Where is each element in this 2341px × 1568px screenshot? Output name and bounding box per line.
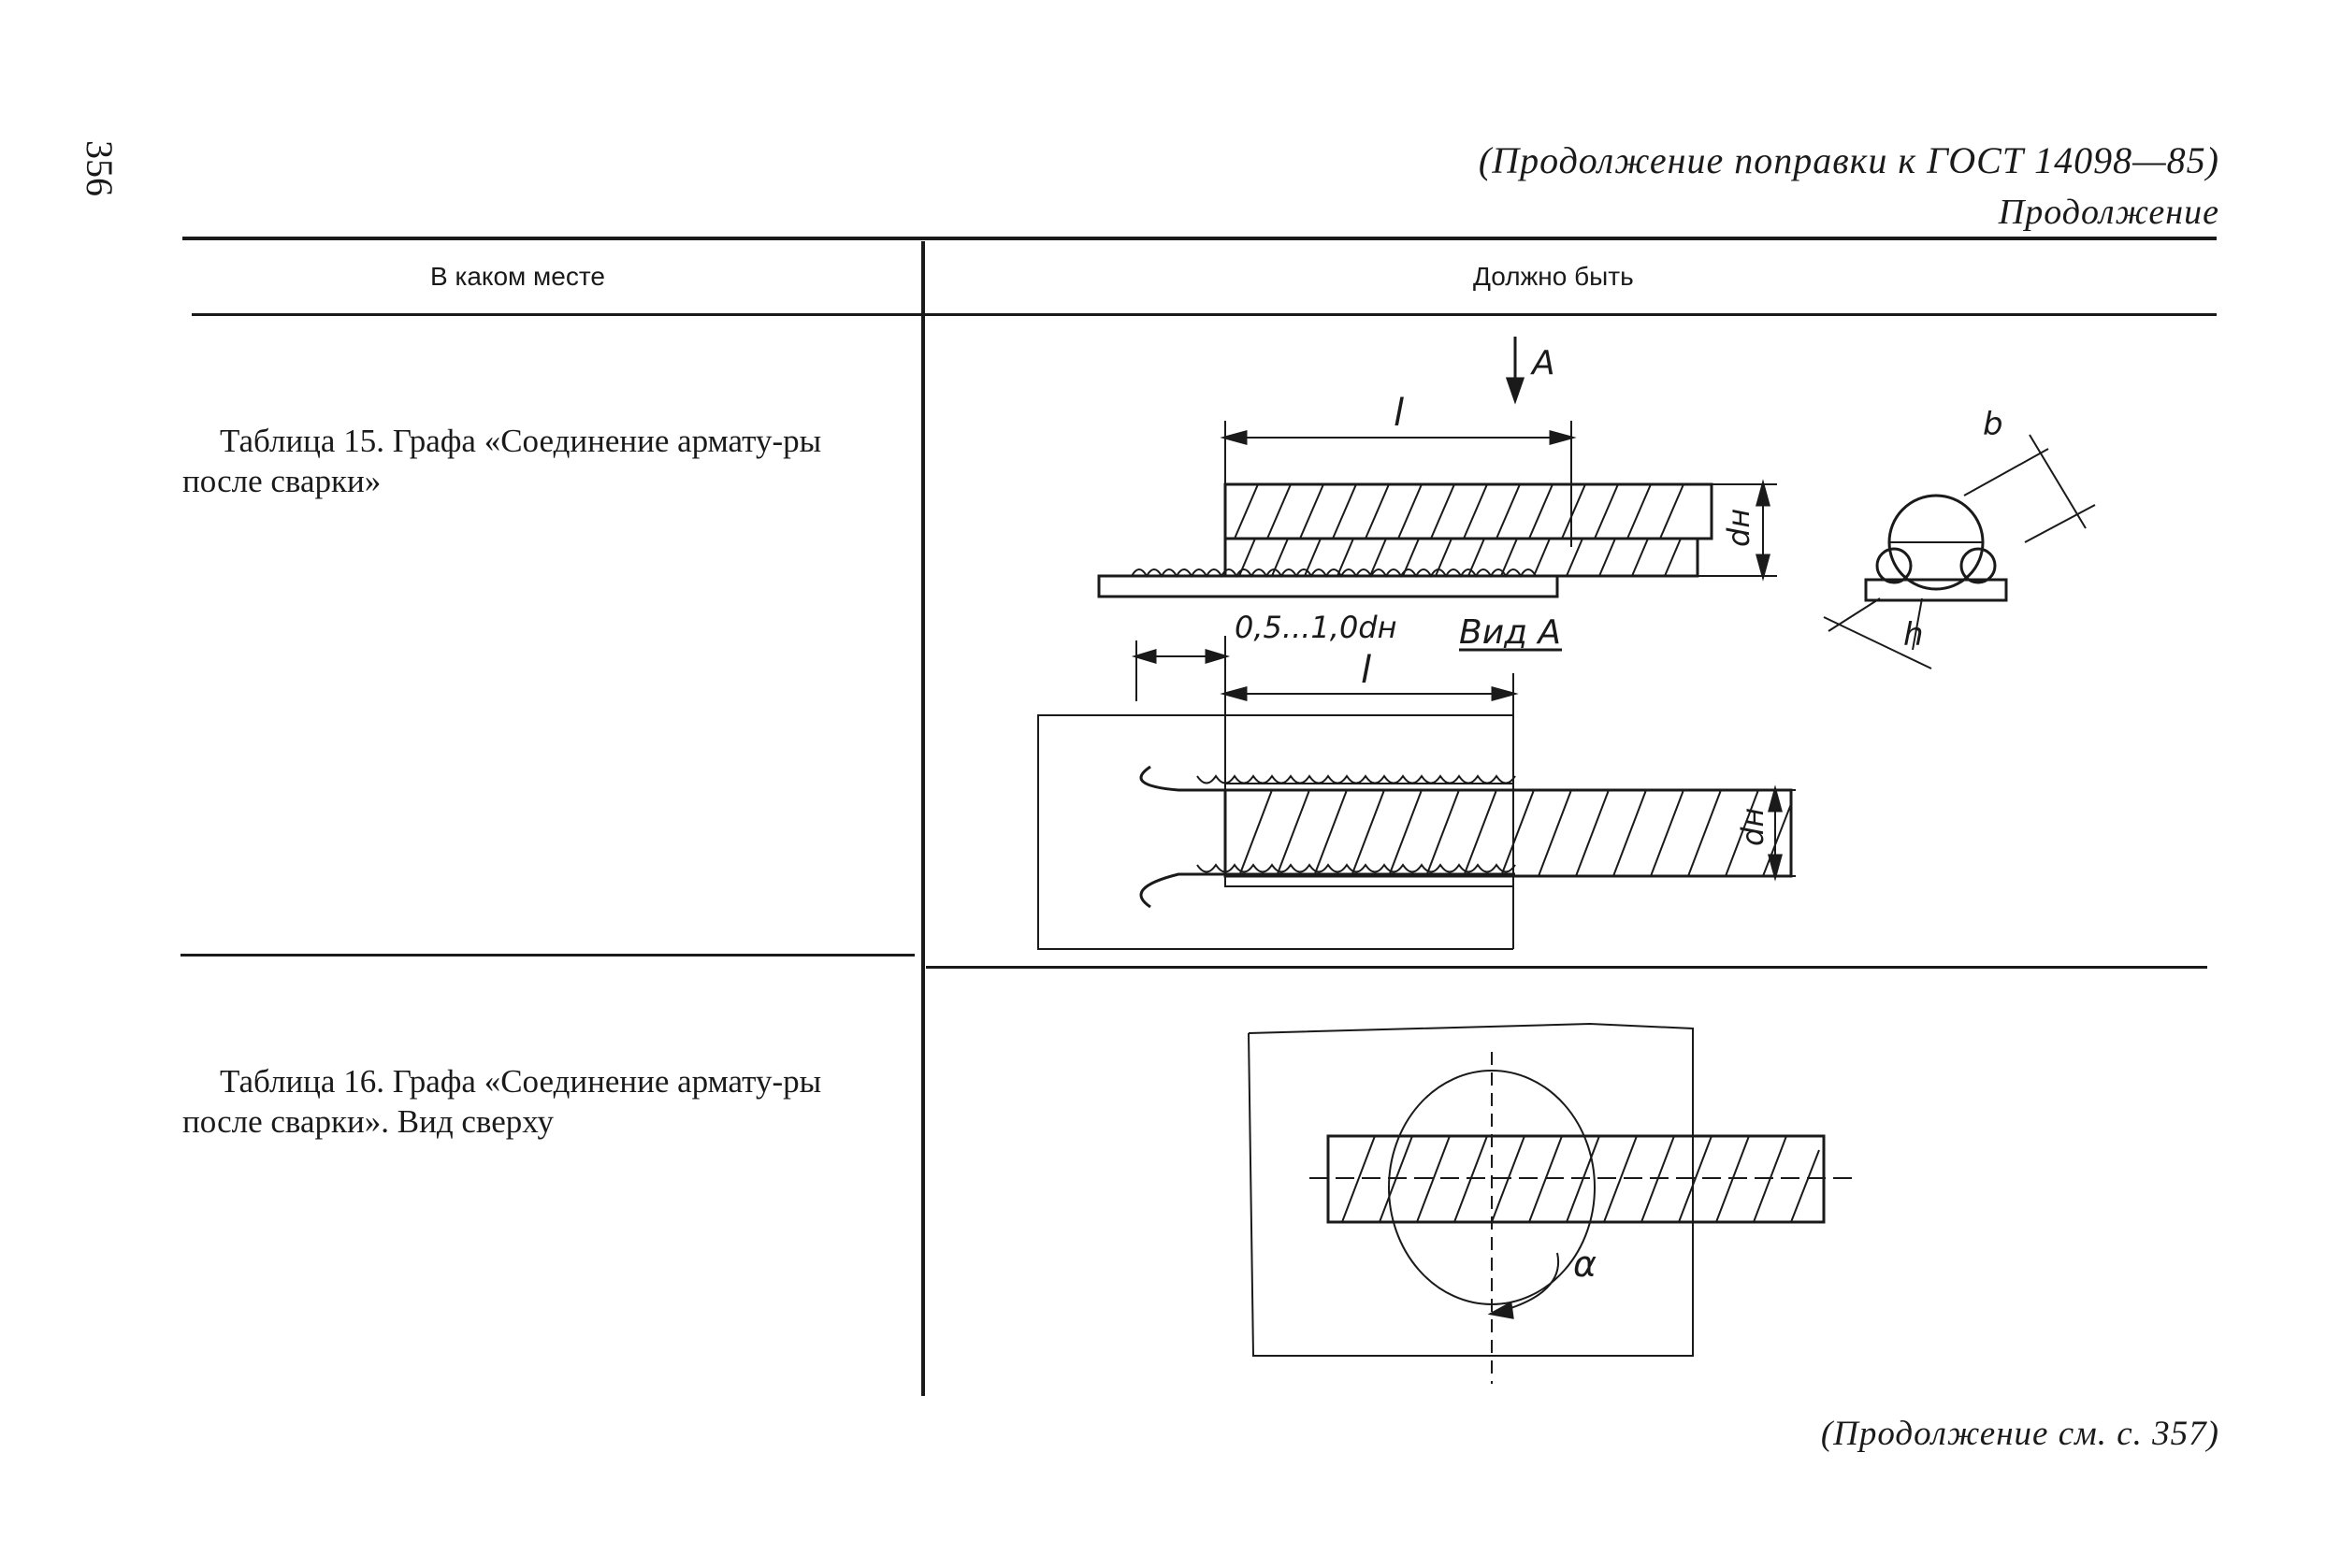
offset-label: 0,5...1,0dн	[1235, 610, 1397, 645]
view-arrow-head	[1505, 377, 1525, 405]
rebar-top-view	[1326, 1134, 1826, 1224]
running-head: (Продолжение поправки к ГОСТ 14098—85)	[1478, 139, 2219, 181]
angle-label: α	[1573, 1244, 1597, 1285]
plate-outline	[1248, 1022, 1694, 1357]
column-header-should-be: Должно быть	[1473, 262, 1634, 291]
weld-width-label: b	[1983, 406, 2003, 443]
header-bottom-rule	[192, 313, 2217, 316]
weld-height-label: h	[1903, 616, 1924, 654]
length-label-view-a: l	[1361, 649, 1371, 692]
view-arrow-label: A	[1530, 344, 1555, 382]
diameter-label-view-a: dн	[1735, 808, 1770, 846]
column-divider	[921, 241, 925, 1396]
row-separator-right	[926, 966, 2207, 969]
figure-table-16-drawing: α	[1248, 1022, 1852, 1384]
continuation-label: Продолжение	[1998, 193, 2219, 232]
column-header-location: В каком месте	[430, 262, 605, 291]
figure-table-15-drawing: A l dн b h 0,5...1,0dн Вид А l dн	[1037, 337, 2096, 950]
rebar-view-a	[1223, 788, 1793, 878]
table-top-rule	[182, 237, 2217, 240]
footer-note: (Продолжение см. с. 357)	[1820, 1415, 2219, 1453]
view-a-label: Вид А	[1459, 613, 1561, 652]
length-label-top: l	[1394, 392, 1404, 435]
row-1-location-text: Таблица 15. Графа «Соединение армату-ры …	[182, 423, 822, 499]
base-plate	[1097, 574, 1559, 598]
diameter-label-top: dн	[1721, 509, 1756, 547]
row-separator-left	[181, 954, 915, 957]
page-number: 356	[79, 140, 121, 196]
row-2-location-text: Таблица 16. Графа «Соединение армату-ры …	[182, 1063, 822, 1140]
